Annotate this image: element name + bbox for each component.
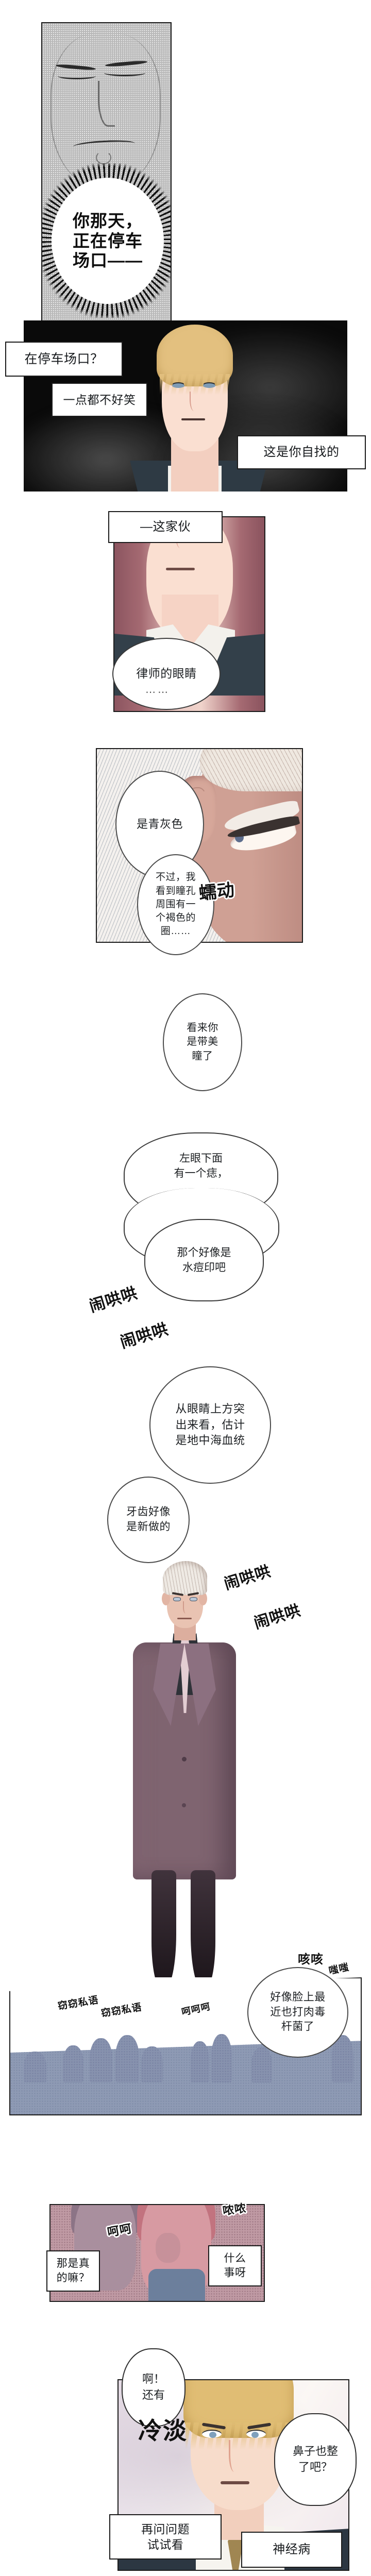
burst-white-core <box>52 178 164 304</box>
coat-button-lower <box>182 1803 186 1807</box>
mouth <box>177 1618 192 1619</box>
sfx-squirm: 蠕动 <box>198 880 236 904</box>
audience-head <box>24 2051 46 2082</box>
bubble-chickenpox-scar: 那个好像是 水痘印吧 <box>144 1219 264 1301</box>
bubble-new-teeth: 牙齿好像 是新做的 <box>107 1477 190 1563</box>
audience-head <box>115 2035 139 2082</box>
blond-hair <box>183 2380 294 2438</box>
ear-right <box>199 1592 207 1605</box>
sfx-cough: 咳咳 <box>298 1953 324 1967</box>
bubble-nose-job-too: 鼻子也整 了吧？ <box>274 2413 357 2506</box>
sfx-snicker: 嗤嗤 <box>328 1962 350 1977</box>
blond-hair <box>157 325 233 386</box>
caption-psycho: 神经病 <box>241 2532 342 2568</box>
bubble-botox-on-face: 好像脸上最 近也打肉毒 杆菌了 <box>247 1967 348 2058</box>
nose <box>229 2440 239 2472</box>
left-eye <box>172 383 184 388</box>
audience-head <box>141 2046 163 2082</box>
caption-not-funny: 一点都不好笑 <box>52 383 147 417</box>
bubble-lawyer-eyes: 律师的眼睛 <box>112 638 221 710</box>
mouth <box>221 2481 249 2484</box>
caption-parking-lot-entrance: 在停车场口？ <box>5 342 123 377</box>
mouth <box>181 418 205 420</box>
eye-left <box>173 1597 181 1601</box>
audience-head <box>191 2041 209 2082</box>
sfx-cold-indifference: 冷淡 <box>138 2417 188 2444</box>
nose <box>190 392 197 411</box>
audience-heads-group <box>9 2019 362 2082</box>
panel-1-monochrome-closeup: 你那天， 正在停车 场口—— <box>41 22 172 325</box>
eye-right <box>190 1597 197 1601</box>
bubble-ah-and-also: 啊！ 还有 <box>122 2348 185 2427</box>
caption-whats-up: 什么 事呀 <box>208 2245 262 2286</box>
leg-left <box>151 1870 176 1989</box>
right-eye <box>104 70 145 76</box>
bubble-mediterranean-descent: 从眼睛上方突 出来看，估计 是地中海血统 <box>149 1366 271 1484</box>
pupil-left <box>209 2432 216 2438</box>
sfx-noisy-chatter-1: 闹哄哄 <box>87 1283 140 1316</box>
hand-over-mouth <box>156 2233 180 2263</box>
standing-figure-plum-suit <box>120 1561 248 1989</box>
audience-head <box>211 2033 232 2082</box>
bubble-cosmetic-lenses: 看来你 是带美 瞳了 <box>163 993 242 1091</box>
audience-head <box>251 2047 272 2082</box>
sfx-noisy-chatter-2: 闹哄哄 <box>117 1319 171 1352</box>
jaw-outline <box>50 33 161 188</box>
woman-right-top <box>148 2269 205 2301</box>
caption-is-that-true: 那是真 的嘛？ <box>46 2250 100 2292</box>
mouth <box>166 568 195 570</box>
nose <box>98 81 115 127</box>
leg-right <box>191 1870 215 1989</box>
caption-you-asked-for-it: 这是你自找的 <box>237 435 366 469</box>
audience-head <box>63 2045 83 2082</box>
bubble-ellipsis: ⋯⋯ <box>145 687 170 699</box>
caption-try-asking-again: 再问问题 试试看 <box>109 2514 222 2560</box>
pupil-right <box>251 2432 259 2438</box>
nose <box>183 1601 189 1614</box>
audience-head <box>332 2035 353 2082</box>
panel-1-shout-text: 你那天， 正在停车 场口—— <box>73 211 143 270</box>
audience-head <box>90 2038 112 2082</box>
left-eye <box>58 73 96 79</box>
caption-this-guy: —这家伙 <box>108 511 223 543</box>
ear-left <box>162 1592 170 1605</box>
bubble-brown-ring-around-pupil: 不过，我 看到瞳孔 周围有一 个褐色的 圈…… <box>137 854 214 955</box>
right-eye <box>203 383 215 388</box>
white-swept-hair <box>163 1561 207 1595</box>
coat-button-upper <box>182 1757 187 1761</box>
chin-mark <box>96 151 111 164</box>
sfx-noisy-chatter-4: 闹哄哄 <box>251 1602 303 1632</box>
white-hair <box>200 749 302 791</box>
